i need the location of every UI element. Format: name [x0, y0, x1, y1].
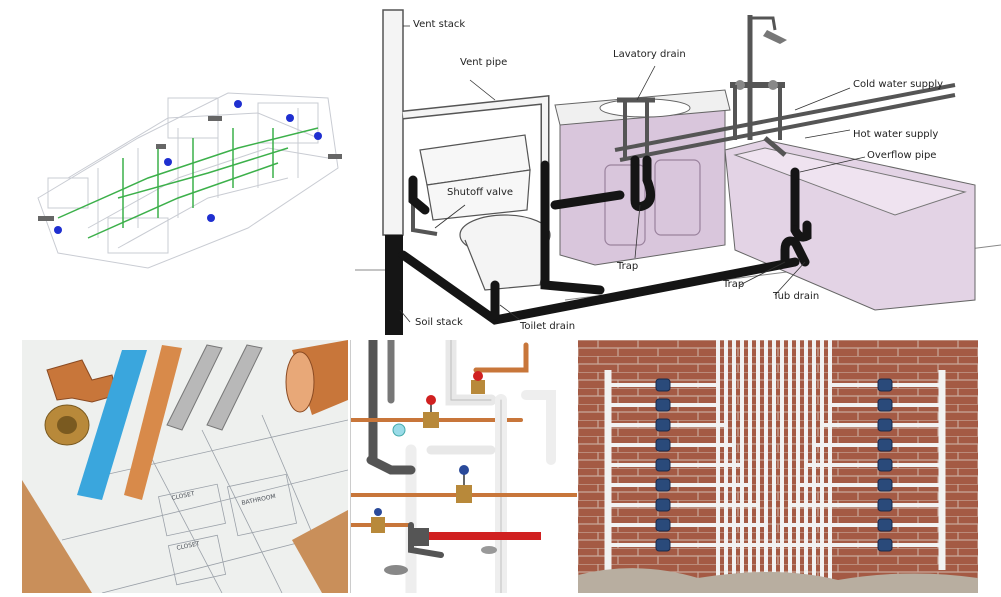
bathroom-diagram-drawing: [355, 9, 1001, 335]
valves-and-pipes-illustration: [350, 340, 577, 593]
pipe-fittings-blueprint-photo: CLOSET BATHROOM CLOSET: [22, 340, 348, 593]
label-toilet-drain: Toilet drain: [520, 321, 576, 332]
brick-wall-manifold-photo: [578, 340, 978, 593]
label-shutoff-valve: Shutoff valve: [447, 187, 514, 198]
braided-hose-2: [206, 344, 263, 431]
gate-valve-blue: [456, 465, 472, 503]
blue-pex-pipe: [77, 350, 147, 500]
label-trap-tub: Trap: [723, 279, 745, 290]
isometric-model-drawing: [37, 92, 342, 269]
label-vent-stack: Vent stack: [413, 19, 466, 30]
wood-board: [22, 480, 92, 593]
label-vent-pipe: Vent pipe: [460, 57, 508, 68]
bathroom-plumbing-diagram: Vent stack Vent pipe Lavatory drain Cold…: [355, 0, 1001, 335]
label-soil-stack: Soil stack: [415, 317, 463, 328]
drain-lines: [398, 155, 812, 325]
svg-text:CLOSET: CLOSET: [176, 540, 201, 552]
label-tub-drain: Tub drain: [773, 291, 820, 302]
gate-valve-blue-2: [371, 508, 385, 533]
gate-valve-red-2: [471, 371, 485, 394]
label-trap-lavatory: Trap: [617, 261, 639, 272]
copper-pipe: [124, 345, 182, 500]
gate-valve-red: [423, 395, 439, 428]
valve-row-left: [655, 378, 671, 552]
coupling-icon: [392, 423, 406, 437]
shower-head: [763, 30, 787, 44]
ground-rubble: [578, 568, 978, 593]
water-supply-lines: [614, 83, 956, 162]
manifold-drawing: [578, 340, 978, 593]
vent-stack: [382, 9, 404, 236]
drain-plug: [384, 565, 408, 575]
soil-stack: [385, 235, 403, 335]
label-overflow-pipe: Overflow pipe: [867, 150, 937, 161]
pipe-wrench-icon: [411, 528, 541, 546]
label-cold-water-supply: Cold water supply: [853, 79, 944, 90]
label-lavatory-drain: Lavatory drain: [613, 49, 686, 60]
valves-drawing: [351, 340, 577, 593]
fittings-drawing: CLOSET BATHROOM CLOSET: [22, 340, 348, 593]
valve-row-right: [877, 378, 893, 552]
braided-hose-1: [166, 344, 223, 431]
isometric-plumbing-model: [28, 78, 350, 278]
svg-text:CLOSET: CLOSET: [171, 490, 196, 502]
label-hot-water-supply: Hot water supply: [853, 129, 939, 140]
